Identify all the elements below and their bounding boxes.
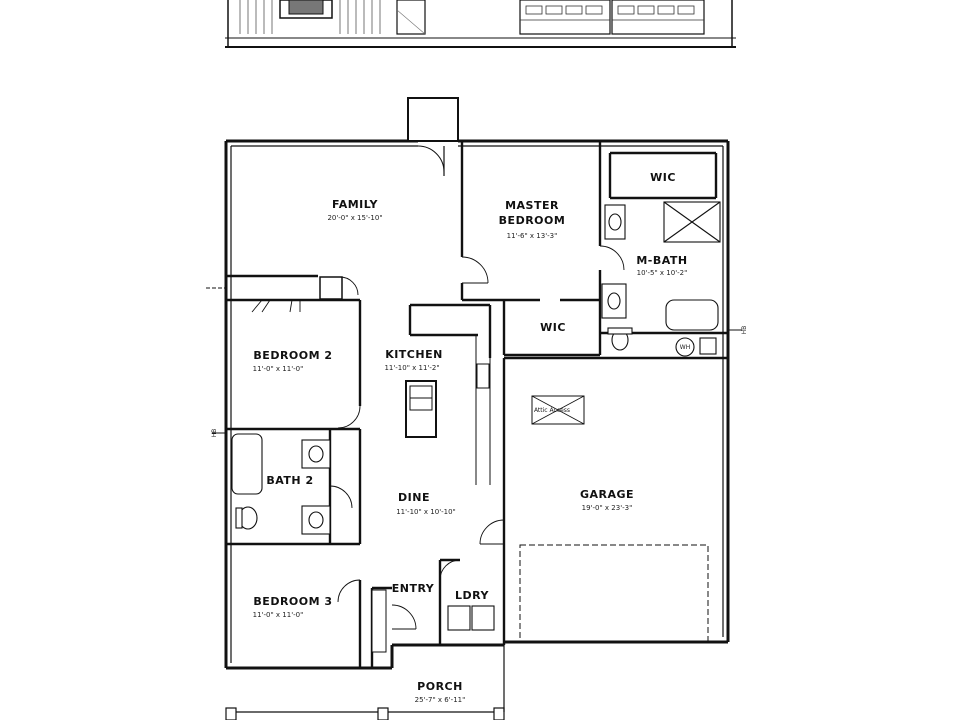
room-dims-porch: 25'-7" x 6'-11"	[415, 696, 466, 704]
master-bath-fixtures	[601, 201, 721, 357]
front-elevation	[225, 0, 736, 48]
room-dims-garage: 19'-0" x 23'-3"	[582, 504, 633, 512]
room-label-wic-master: WIC	[650, 171, 676, 184]
range	[476, 363, 490, 389]
porch-structure	[225, 645, 505, 720]
kitchen-counters	[405, 335, 491, 485]
elevation-garage-door-left	[519, 0, 611, 35]
room-label-bedroom2: BEDROOM 2	[253, 349, 332, 362]
chimney	[407, 97, 459, 142]
attic-access-label: Attic Access	[534, 407, 570, 414]
room-label-dine: DINE	[398, 491, 430, 504]
room-dims-master-bedroom: 11'-6" x 13'-3"	[507, 232, 558, 240]
room-dims-family: 20'-0" x 15'-10"	[327, 214, 382, 222]
hose-bib-label-left: HB	[211, 429, 218, 438]
room-label-wic-hall: WIC	[540, 321, 566, 334]
water-heater-label: WH	[680, 344, 690, 351]
room-label-master-bedroom-2: BEDROOM	[499, 214, 566, 227]
hose-bib-label-right: HB	[741, 326, 748, 335]
room-label-porch: PORCH	[417, 680, 463, 693]
room-label-kitchen: KITCHEN	[385, 348, 443, 361]
room-label-garage: GARAGE	[580, 488, 634, 501]
room-label-entry: ENTRY	[392, 582, 435, 595]
room-dims-kitchen: 11'-10" x 11'-2"	[384, 364, 439, 372]
room-label-m-bath: M-BATH	[636, 254, 687, 267]
room-dims-dine: 11'-10" x 10'-10"	[396, 508, 456, 516]
exterior-walls	[224, 139, 730, 670]
room-label-laundry: LDRY	[455, 589, 490, 602]
door-swing-family	[417, 145, 445, 173]
room-label-master-bedroom-1: MASTER	[505, 199, 559, 212]
bath2-fixtures	[231, 433, 331, 535]
elevation-front-door	[396, 0, 426, 35]
room-label-family: FAMILY	[332, 198, 379, 211]
water-heater	[675, 337, 695, 357]
room-label-bath2: BATH 2	[266, 474, 313, 487]
laundry-appliances	[447, 605, 495, 631]
garage-door-outline	[519, 544, 709, 643]
room-dims-m-bath: 10'-5" x 10'-2"	[637, 269, 688, 277]
elevation-garage-door-right	[611, 0, 705, 35]
kitchen-island	[405, 380, 437, 438]
room-label-bedroom3: BEDROOM 3	[253, 595, 332, 608]
room-dims-bedroom2: 11'-0" x 11'-0"	[253, 365, 304, 373]
door-swings	[251, 245, 625, 630]
room-dims-bedroom3: 11'-0" x 11'-0"	[253, 611, 304, 619]
